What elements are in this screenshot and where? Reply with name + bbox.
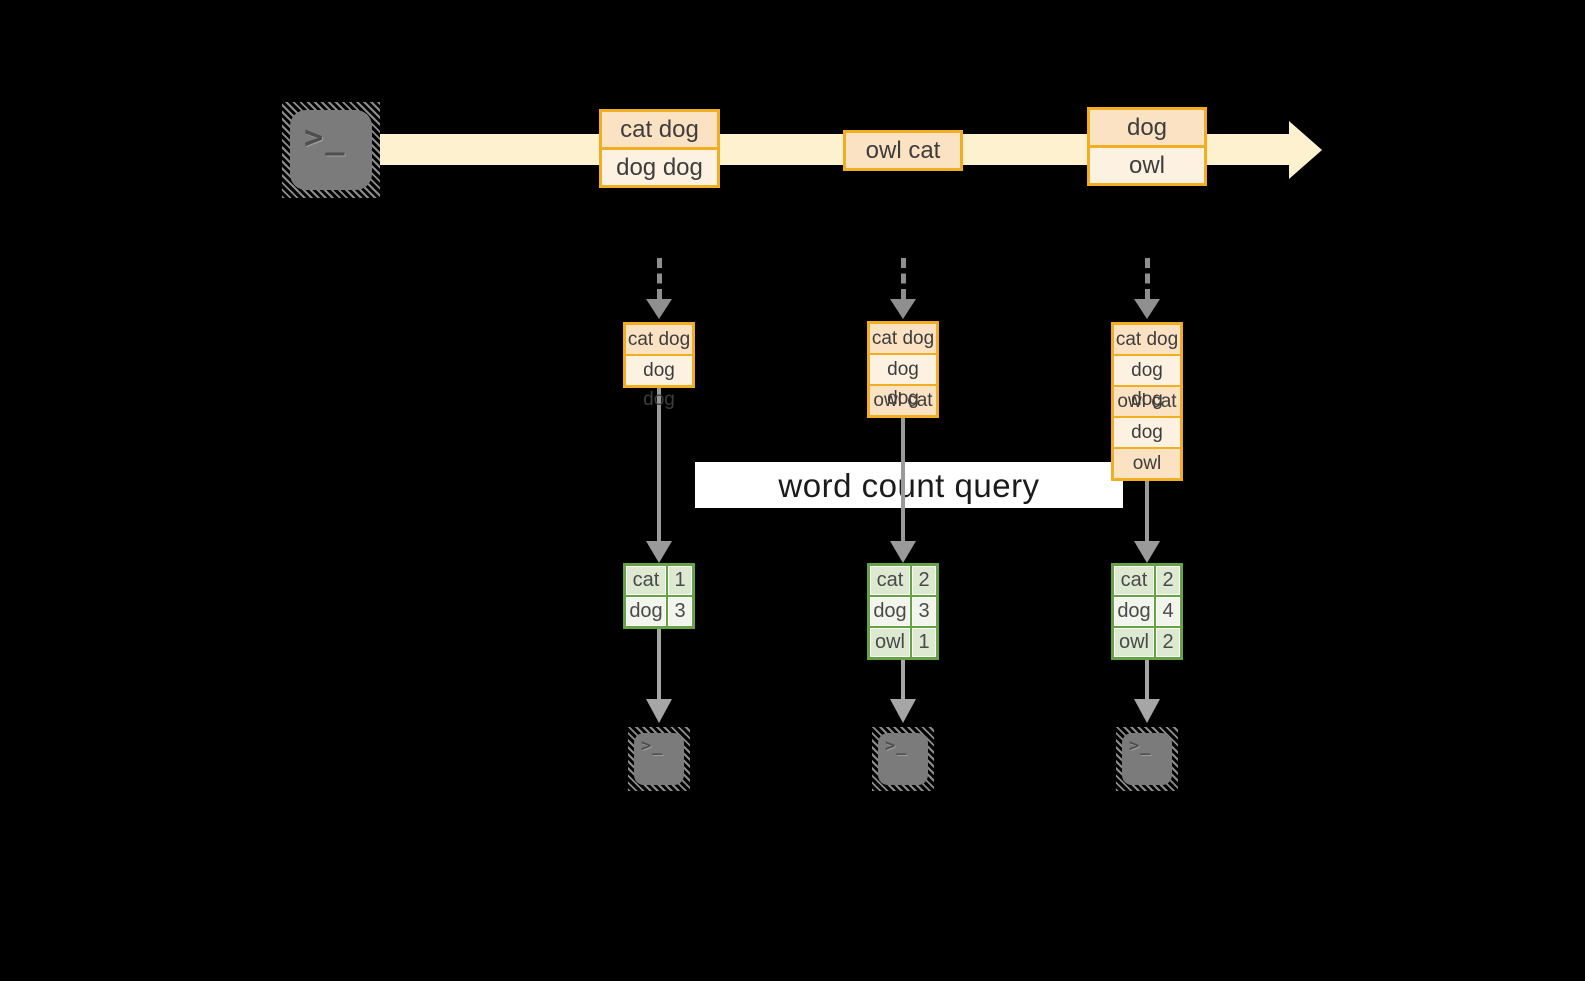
input-table-1: cat dog dog dog [623,322,695,410]
input-record: cat dog [626,325,692,354]
stream-record: cat dog [602,112,717,147]
stream-batch-1: cat dog dog dog [599,109,720,188]
input-record: owl cat [1114,385,1180,416]
sink-arrow-line [901,660,905,699]
dataflow-arrow-line [901,418,905,541]
dataflow-arrowhead-icon [646,541,672,563]
dataflow-arrowhead-icon [890,541,916,563]
terminal-prompt-glyph: >_ [641,736,664,756]
input-record: dog dog [1114,354,1180,410]
terminal-body: >_ [1122,733,1172,785]
count-cell: 3 [910,597,936,626]
terminal-prompt-glyph: >_ [304,118,347,156]
input-table-2: cat dog dog dog owl cat [867,321,939,418]
trigger-arrow-line [901,258,906,299]
trigger-arrowhead-icon [890,299,916,319]
stream-record: owl [1090,145,1204,183]
input-table-3: cat dog dog dog owl cat dog owl [1111,322,1183,481]
result-table-3: cat 2 dog 4 owl 2 [1111,563,1183,660]
terminal-body: >_ [290,110,372,190]
trigger-arrow-line [657,258,662,299]
input-record: cat dog [870,324,936,353]
word-cell: owl [1114,628,1154,657]
dataflow-arrow-line [1145,481,1149,541]
word-cell: dog [626,597,666,626]
sink-arrowhead-icon [1134,699,1160,723]
terminal-body: >_ [878,733,928,785]
stream-batch-2: owl cat [843,130,963,171]
terminal-prompt-glyph: >_ [885,736,908,756]
stream-batch-3: dog owl [1087,107,1207,186]
word-cell: owl [870,628,910,657]
stream-arrowhead-icon [1289,121,1322,179]
stream-record: owl cat [846,133,960,168]
trigger-arrowhead-icon [1134,299,1160,319]
word-cell: cat [1114,566,1154,595]
word-cell: dog [1114,597,1154,626]
count-cell: 2 [910,566,936,595]
terminal-prompt-glyph: >_ [1129,736,1152,756]
sink-terminal-icon: >_ [628,727,690,791]
sink-arrowhead-icon [646,699,672,723]
sink-arrow-line [1145,660,1149,699]
result-table-1: cat 1 dog 3 [623,563,695,629]
count-cell: 3 [666,597,692,626]
terminal-body: >_ [634,733,684,785]
trigger-arrowhead-icon [646,299,672,319]
input-record: dog dog [870,353,936,409]
stream-record: dog dog [602,147,717,185]
input-record: cat dog [1114,325,1180,354]
dataflow-arrowhead-icon [1134,541,1160,563]
word-cell: dog [870,597,910,626]
sink-arrowhead-icon [890,699,916,723]
dataflow-arrow-line [657,388,661,541]
stream-record: dog [1090,110,1204,145]
result-table-2: cat 2 dog 3 owl 1 [867,563,939,660]
trigger-arrow-line [1145,258,1150,299]
count-cell: 1 [910,628,936,657]
count-cell: 2 [1154,628,1180,657]
input-record: dog [1114,416,1180,447]
query-label: word count query [695,462,1123,508]
sink-terminal-icon: >_ [1116,727,1178,791]
input-record: owl [1114,447,1180,478]
count-cell: 2 [1154,566,1180,595]
sink-arrow-line [657,629,661,699]
count-cell: 4 [1154,597,1180,626]
input-record: dog dog [626,354,692,410]
count-cell: 1 [666,566,692,595]
sink-terminal-icon: >_ [872,727,934,791]
source-terminal-icon: >_ [282,102,380,198]
word-cell: cat [870,566,910,595]
word-cell: cat [626,566,666,595]
input-record: owl cat [870,384,936,415]
